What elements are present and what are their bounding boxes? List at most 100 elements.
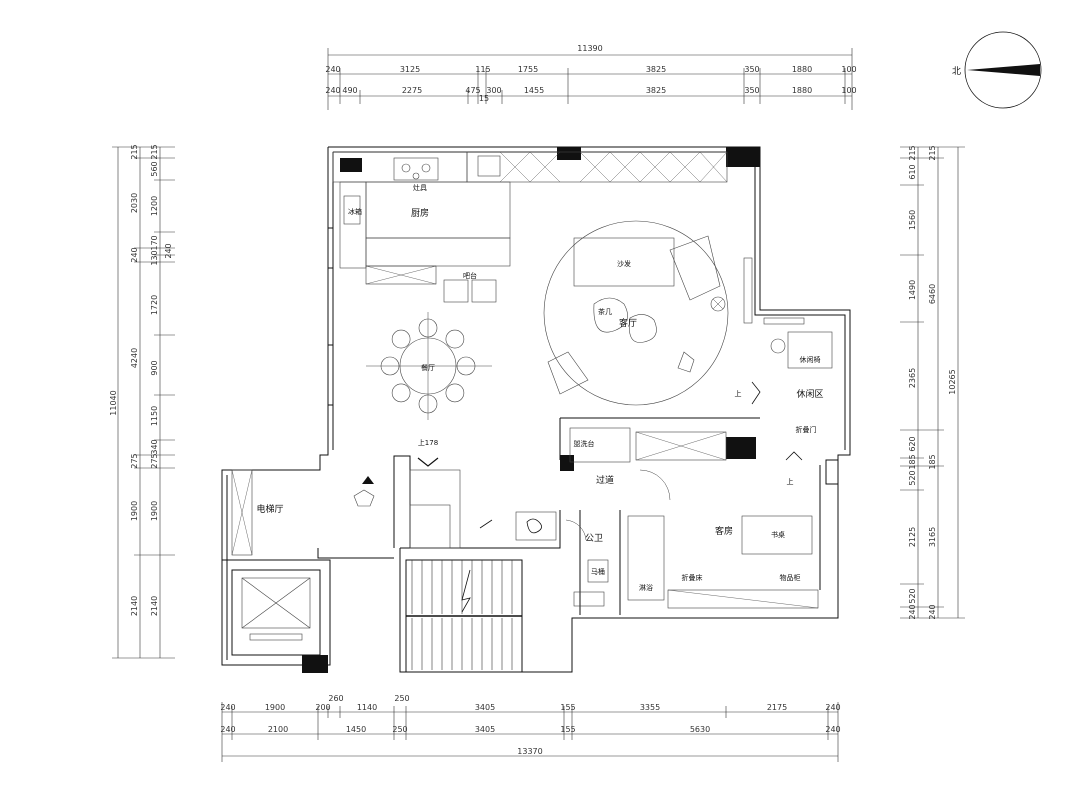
right2-dim-3: 185 xyxy=(928,454,937,469)
guest-room-label: 客房 xyxy=(715,525,733,537)
right-dim-1: 215 xyxy=(908,145,917,160)
top2-dim-extra: 15 xyxy=(479,94,489,103)
left2-dim-7: 900 xyxy=(150,360,159,375)
right-dim-7: 185 xyxy=(908,454,917,469)
top-dim-1: 240 xyxy=(325,65,340,74)
left2-dim-11: 1900 xyxy=(150,501,159,521)
shower-label: 淋浴 xyxy=(639,583,653,592)
stove-label: 灶具 xyxy=(413,183,427,192)
bottom-dim-4: 260 xyxy=(328,694,343,703)
bottom-dim-7: 3405 xyxy=(475,703,495,712)
left2-dim-5: 130 xyxy=(150,250,159,265)
right2-dim-2: 6460 xyxy=(928,284,937,304)
top-dimensions: 11390 240 3125 115 1755 3825 350 1880 10… xyxy=(325,44,857,110)
bottom2-dim-7: 5630 xyxy=(690,725,710,734)
right-dim-3: 1560 xyxy=(908,210,917,230)
folding-door-label: 折叠门 xyxy=(796,425,817,434)
right2-dim-1: 215 xyxy=(928,145,937,160)
top-dim-2: 3125 xyxy=(400,65,420,74)
washbasin-label: 盥洗台 xyxy=(574,439,595,448)
bottom-dim-2: 1900 xyxy=(265,703,285,712)
top2-dim-10: 100 xyxy=(841,86,856,95)
left-extra-2: 240 xyxy=(164,243,173,258)
dining-chair xyxy=(391,329,411,349)
bottom-dim-6: 250 xyxy=(394,694,409,703)
bottom2-dim-1: 240 xyxy=(220,725,235,734)
left-dim-1: 215 xyxy=(130,144,139,159)
storage-cabinet-label: 物品柜 xyxy=(780,573,801,582)
up-label-guest: 上 xyxy=(787,477,794,486)
living-label: 客厅 xyxy=(619,317,637,329)
kitchen-area: 灶具 冰箱 厨房 吧台 xyxy=(332,151,728,303)
north-label: 北 xyxy=(952,66,961,77)
bottom-dim-10: 2175 xyxy=(767,703,787,712)
public-wc-label: 公卫 xyxy=(585,533,603,544)
top2-dim-1: 240 xyxy=(325,86,340,95)
left-dim-5: 275 xyxy=(130,453,139,468)
right-dim-10: 520 xyxy=(908,588,917,603)
corridor-label: 过道 xyxy=(596,474,614,486)
left-dim-3: 240 xyxy=(130,247,139,262)
top2-dim-3: 2275 xyxy=(402,86,422,95)
top2-dim-4: 475 xyxy=(465,86,480,95)
bottom-dim-11: 240 xyxy=(825,703,840,712)
top2-dim-7: 3825 xyxy=(646,86,666,95)
top-dim-7: 1880 xyxy=(792,65,812,74)
corridor-wc-guest: 盥洗台 过道 客房 书桌 公卫 马桶 淋浴 折叠床 物品柜 上 xyxy=(565,427,819,609)
left2-dim-6: 1720 xyxy=(150,295,159,315)
leisure-area: 休闲椅 休闲区 上 折叠门 xyxy=(735,317,833,434)
top2-dim-8: 350 xyxy=(744,86,759,95)
top2-dim-5: 300 xyxy=(486,86,501,95)
fridge-label: 冰箱 xyxy=(348,207,362,216)
walls xyxy=(221,146,851,673)
coffee-table-label: 茶几 xyxy=(598,307,612,316)
north-compass: 北 xyxy=(952,31,1042,109)
left2-dim-4: 170 xyxy=(150,235,159,250)
bottom2-dim-5: 3405 xyxy=(475,725,495,734)
up-label-leisure: 上 xyxy=(735,389,742,398)
dining-chair xyxy=(391,383,411,403)
kitchen-label: 厨房 xyxy=(411,207,429,219)
bar-label: 吧台 xyxy=(463,271,477,280)
left2-dim-9: 340 xyxy=(150,439,159,454)
dining-chair xyxy=(418,318,438,338)
left2-dim-8: 1150 xyxy=(150,406,159,426)
toilet-label: 马桶 xyxy=(591,567,605,576)
right-dim-6: 620 xyxy=(908,436,917,451)
left-total-dim: 11040 xyxy=(109,390,118,415)
dining-chair xyxy=(456,356,476,376)
right-dim-9: 2125 xyxy=(908,527,917,547)
right-total-dim: 10265 xyxy=(948,369,957,394)
dining-area: 餐厅 上178 xyxy=(366,312,492,447)
left2-dim-12: 2140 xyxy=(150,596,159,616)
staircase xyxy=(405,457,557,673)
left2-dim-2: 560 xyxy=(150,161,159,176)
right-dim-4: 1490 xyxy=(908,280,917,300)
bottom2-dim-2: 2100 xyxy=(268,725,288,734)
top2-dim-2: 490 xyxy=(342,86,357,95)
elevator-hall-label: 电梯厅 xyxy=(256,503,283,515)
left-dim-6: 1900 xyxy=(130,501,139,521)
living-area: 沙发 茶几 客厅 xyxy=(543,220,729,406)
left2-dim-10: 275 xyxy=(150,453,159,468)
top-dim-5: 3825 xyxy=(646,65,666,74)
left-dim-7: 2140 xyxy=(130,596,139,616)
sofa-label: 沙发 xyxy=(617,259,631,268)
left2-dim-1: 215 xyxy=(150,144,159,159)
folding-bed-label: 折叠床 xyxy=(682,573,703,582)
right-dim-2: 610 xyxy=(908,164,917,179)
top-dim-4: 1755 xyxy=(518,65,538,74)
dining-chair xyxy=(445,383,465,403)
dining-label: 餐厅 xyxy=(421,363,435,372)
left2-dim-3: 1200 xyxy=(150,196,159,216)
left-dim-4: 4240 xyxy=(130,348,139,368)
desk-label: 书桌 xyxy=(771,530,785,539)
top2-dim-6: 1455 xyxy=(524,86,544,95)
bottom-total-dim: 13370 xyxy=(517,747,542,756)
top2-dim-9: 1880 xyxy=(792,86,812,95)
right-dim-11: 240 xyxy=(908,604,917,619)
right2-dim-5: 240 xyxy=(928,604,937,619)
top-dim-6: 350 xyxy=(744,65,759,74)
bottom2-dim-8: 240 xyxy=(825,725,840,734)
